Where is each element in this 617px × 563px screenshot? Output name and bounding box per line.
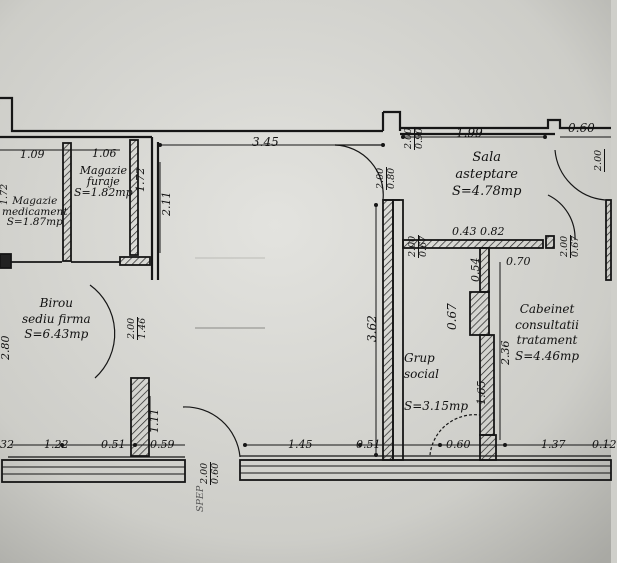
dim-0-59: 0.59 [150,438,175,451]
dim-1-45: 1.45 [288,438,313,451]
dim-3-45: 3.45 [252,135,279,149]
dim-2-11: 2.11 [160,191,173,217]
door-label-200-right: 2.00 [593,148,605,172]
dim-1-72: 1.72 [134,167,147,193]
door-label-200-146: 2.00 1.46 [126,316,148,340]
room-birou: Birou sediu firma S=6.43mp [22,296,91,342]
middle-walls [382,199,612,461]
outer-walls [0,96,611,280]
dim-0-43-0-82: 0.43 0.82 [452,225,505,238]
dim-0-32: 32 [0,438,14,451]
dim-3-62: 3.62 [365,315,379,342]
dim-0-60-top: 0.60 [568,121,595,135]
door-label-200-067: 2.00 0.67 [407,234,429,258]
room-grup-social: Grup social S=3.15mp [404,351,469,414]
dim-2-80: 2.80 [0,335,12,361]
room-magazie-medicament: Magazie medicament S=1.87mp [2,195,68,228]
dim-1-11: 1.11 [148,408,161,434]
dimension-lines [0,136,611,455]
dim-2-36: 2.36 [499,340,512,366]
dim-1-65: 1.65 [475,380,488,406]
dimension-ticks [60,135,547,457]
office-walls [1,377,186,483]
door-label-200-060: 2.00 0.60 [199,461,221,485]
dim-0-12: 0.12 [592,438,617,451]
dim-0-51: 0.51 [101,438,126,451]
dim-0-60-bottom: 0.60 [446,438,471,451]
door-label-200-080: 2.00 0.80 [375,166,397,190]
room-cabinet: Cabeinet consultatii tratament S=4.46mp [515,302,580,363]
dim-1-06: 1.06 [92,147,117,160]
door-label-200-067-right: 2.00 0.67 [559,234,581,258]
dim-0-67: 0.67 [445,303,459,330]
room-sala-asteptare: Sala asteptare S=4.78mp [452,150,522,199]
paper-folds [195,257,265,329]
door-label-200-090: 2.00 0.90 [403,126,425,150]
dim-1-72-left: 1.72 [0,183,10,205]
dim-1-37: 1.37 [541,438,566,451]
room-magazie-furaje: Magazie furaje S=1.82mp [74,164,133,199]
dim-0-51-b: 0.51 [356,438,381,451]
dim-0-54: 0.54 [469,257,482,283]
dim-1-22: 1.22 [44,438,69,451]
stamp-mark: SPEP [195,485,206,512]
dim-1-09: 1.09 [20,148,45,161]
dim-0-70: 0.70 [506,255,531,268]
bottom-wall [8,455,612,481]
dim-1-99: 1.99 [456,126,483,140]
